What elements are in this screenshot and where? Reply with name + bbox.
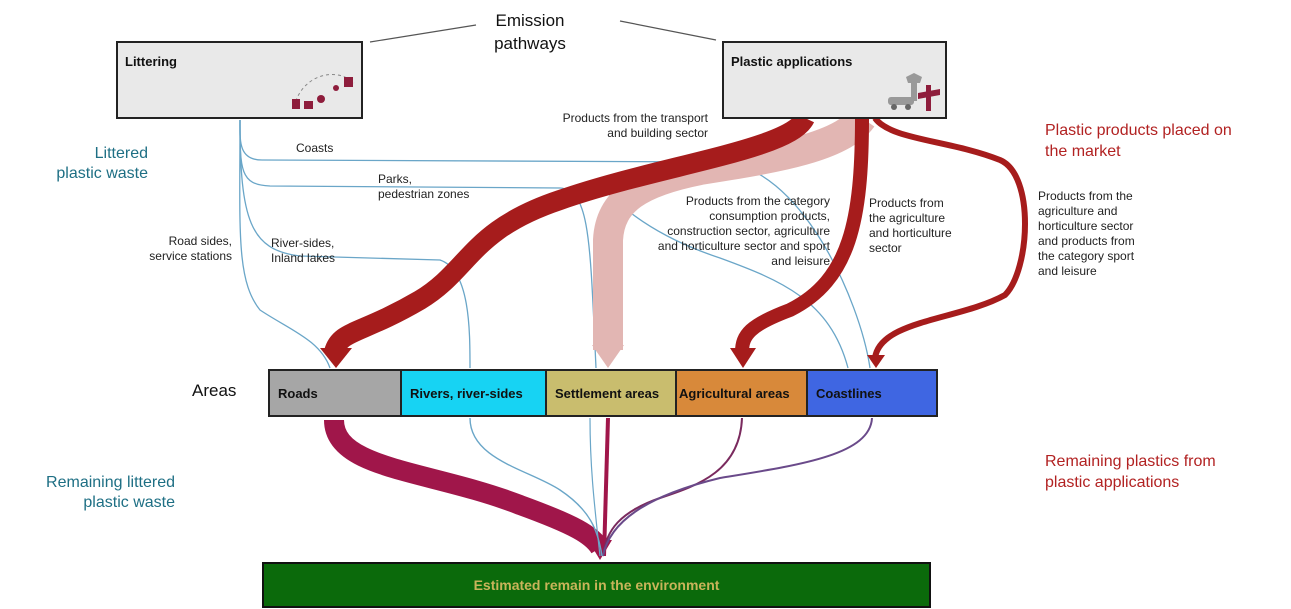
placed-line2: the market [1045,143,1121,160]
category-line3: construction sector, agriculture [667,224,830,238]
area-settlement: Settlement areas [547,371,677,415]
plastic-applications-title: Plastic applications [731,54,853,69]
river-sides-label: River-sides, Inland lakes [271,236,335,266]
littered-line2: plastic waste [56,165,148,182]
flow-roads-remain [324,418,609,554]
parks-line1: Parks, [378,172,413,186]
agri-sport-line4: and products from [1038,234,1135,248]
agri-sport-line1: Products from the [1038,189,1133,203]
littering-title: Littering [125,54,177,69]
area-rivers-label: Rivers, river-sides [410,385,523,401]
agri-sport-line2: agriculture and [1038,204,1118,218]
road-line2: service stations [149,249,232,263]
remaining-littered-line1: Remaining littered [46,474,175,491]
flow-agri-sport-arrow [867,355,885,368]
area-rivers: Rivers, river-sides [402,371,547,415]
category-line2: consumption products, [709,209,830,223]
littering-icon [292,74,355,109]
river-line2: Inland lakes [271,251,336,265]
area-coastlines-label: Coastlines [816,385,882,401]
transport-building-label: Products from the transport and building… [516,111,708,141]
estimated-remain-box: Estimated remain in the environment [262,562,931,608]
areas-bar: Roads Rivers, river-sides Settlement are… [268,369,938,417]
flow-settlement-litter-remain [589,417,601,557]
category-line1: Products from the category [685,194,830,208]
flow-settlement-remain [602,417,610,557]
flow-agri-remain [602,417,743,557]
estimated-remain-label: Estimated remain in the environment [473,577,720,593]
littered-line1: Littered [94,145,148,162]
area-settlement-label: Settlement areas [555,385,660,401]
area-agricultural: Agricultural areas [677,371,808,415]
agri-line1: Products from [869,196,944,210]
agri-sport-line5: the category sport [1038,249,1135,263]
flow-agriculture-arrow [730,348,756,368]
agriculture-label: Products from the agriculture and hortic… [869,196,952,256]
road-sides-label: Road sides, service stations [120,234,232,264]
flow-road-sides [239,119,331,369]
remaining-littered-label: Remaining littered plastic waste [0,473,175,513]
area-coastlines: Coastlines [808,371,936,415]
category-line5: and leisure [771,254,830,268]
littering-box: Littering [116,41,363,119]
area-agricultural-label: Agricultural areas [679,385,790,401]
road-line1: Road sides, [168,234,232,248]
emission-line1: Emission [495,11,565,30]
category-line4: and horticulture sector and sport [657,239,830,253]
area-roads-label: Roads [278,385,318,401]
flow-transport-arrow [320,348,352,368]
agri-line3: and horticulture [869,226,952,240]
plastic-applications-box: Plastic applications [722,41,947,119]
flow-agri-sport [872,116,1028,359]
remaining-plastics-label: Remaining plastics from plastic applicat… [1045,451,1285,493]
agri-sport-line3: horticulture sector [1038,219,1134,233]
agri-sport-label: Products from the agriculture and hortic… [1038,189,1135,279]
flow-coast-remain [602,417,873,557]
flow-river-sides [239,119,471,369]
transport-line1: Products from the transport [562,111,708,125]
agri-line4: sector [869,241,902,255]
emission-connector-left [369,24,477,43]
parks-line2: pedestrian zones [378,187,470,201]
coasts-label: Coasts [296,141,334,155]
parks-label: Parks, pedestrian zones [378,172,469,202]
flow-transport-building [324,112,815,356]
emission-pathways-heading: Emission pathways [470,9,590,55]
remaining-plastics-line2: plastic applications [1045,474,1180,491]
transport-line2: and building sector [607,126,708,140]
plastic-products-icon [888,73,940,111]
plastic-products-placed-label: Plastic products placed on the market [1045,120,1285,162]
agri-sport-line6: and leisure [1038,264,1097,278]
flow-category-arrow [592,345,624,368]
flow-agriculture [735,117,869,353]
remaining-littered-line2: plastic waste [83,494,175,511]
agri-line2: the agriculture [869,211,946,225]
placed-line1: Plastic products placed on [1045,122,1232,139]
river-line1: River-sides, [271,236,335,250]
category-products-label: Products from the category consumption p… [608,194,830,269]
flow-river-remain [469,417,603,557]
remaining-plastics-line1: Remaining plastics from [1045,453,1216,470]
emission-connector-right [619,20,717,41]
area-roads: Roads [270,371,402,415]
areas-label: Areas [192,381,237,400]
emission-line2: pathways [494,34,566,53]
littered-plastic-waste-label: Littered plastic waste [30,144,148,184]
